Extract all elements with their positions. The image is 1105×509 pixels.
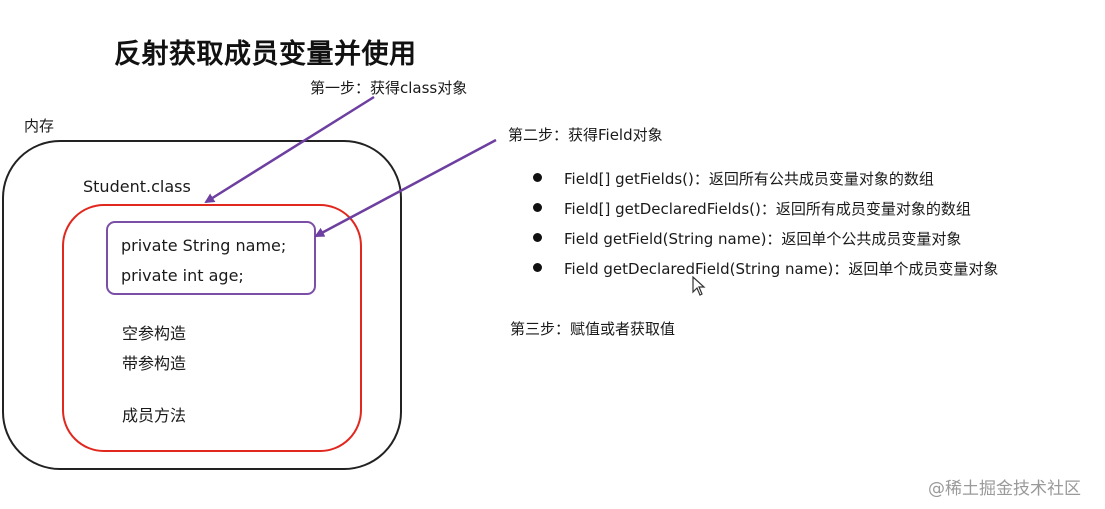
bullet-icon — [533, 233, 542, 242]
watermark: @稀土掘金技术社区 — [928, 479, 1081, 499]
bullet-icon — [533, 263, 542, 272]
member-methods: 成员方法 — [122, 406, 187, 425]
mouse-cursor-icon — [692, 276, 706, 296]
diagram-title: 反射获取成员变量并使用 — [114, 39, 417, 70]
class-box — [62, 204, 362, 452]
method-text: Field getField(String name)：返回单个公共成员变量对象 — [564, 230, 962, 248]
arrow-to-fields — [314, 138, 497, 238]
field-box — [106, 221, 316, 295]
method-item: Field getDeclaredField(String name)：返回单个… — [533, 256, 998, 286]
field-age: private int age; — [121, 266, 244, 285]
class-label: Student.class — [83, 177, 191, 196]
arrow-to-class — [204, 95, 375, 204]
method-text: Field[] getFields()：返回所有公共成员变量对象的数组 — [564, 170, 934, 188]
member-no-arg-constructor: 空参构造 — [122, 324, 187, 343]
method-item: Field[] getDeclaredFields()：返回所有成员变量对象的数… — [533, 196, 998, 226]
field-name: private String name; — [121, 236, 287, 255]
bullet-icon — [533, 203, 542, 212]
step1-label: 第一步：获得class对象 — [310, 79, 468, 97]
step2-label: 第二步：获得Field对象 — [508, 126, 663, 144]
bullet-icon — [533, 173, 542, 182]
memory-box — [2, 140, 402, 470]
method-item: Field[] getFields()：返回所有公共成员变量对象的数组 — [533, 166, 998, 196]
method-text: Field[] getDeclaredFields()：返回所有成员变量对象的数… — [564, 200, 971, 218]
method-text: Field getDeclaredField(String name)：返回单个… — [564, 260, 999, 278]
step3-label: 第三步：赋值或者获取值 — [510, 320, 676, 338]
method-list: Field[] getFields()：返回所有公共成员变量对象的数组 Fiel… — [533, 166, 998, 286]
member-arg-constructor: 带参构造 — [122, 354, 187, 373]
memory-label: 内存 — [24, 117, 55, 135]
method-item: Field getField(String name)：返回单个公共成员变量对象 — [533, 226, 998, 256]
